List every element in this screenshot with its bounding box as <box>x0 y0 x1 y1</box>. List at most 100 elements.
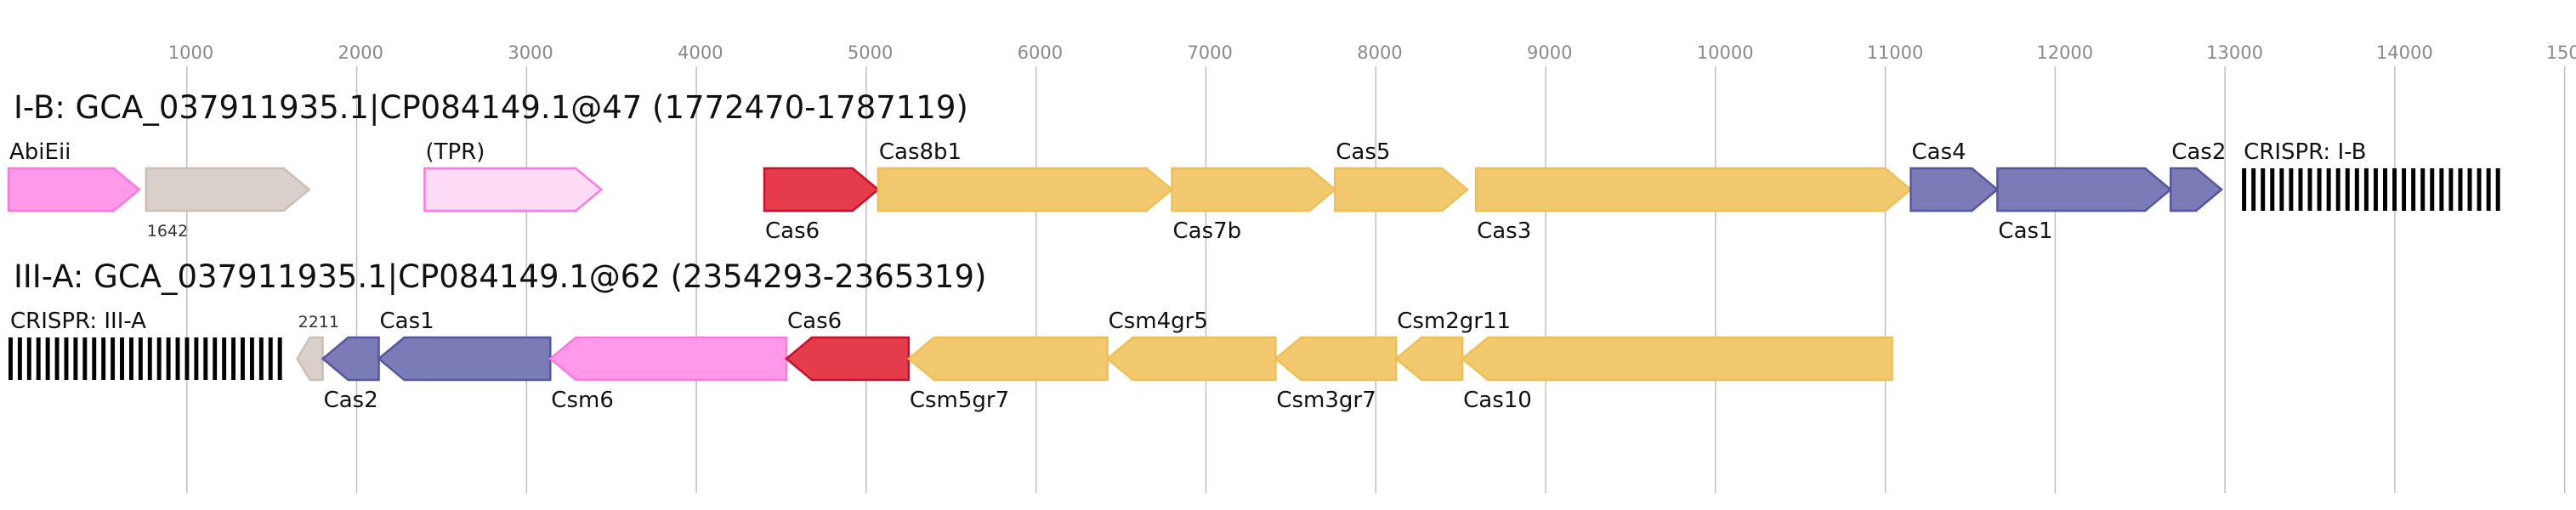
crispr-repeat <box>2477 168 2482 211</box>
tick-label: 4000 <box>678 42 723 63</box>
crispr-repeat <box>120 337 124 380</box>
crispr-repeat <box>2392 168 2397 211</box>
crispr-repeat <box>9 337 13 380</box>
gene-arrow <box>1394 336 1464 382</box>
gene-label: Cas1 <box>1998 218 2052 244</box>
crispr-label: CRISPR: I-B <box>2244 139 2366 165</box>
gene-label: Csm5gr7 <box>910 388 1009 413</box>
gene-arrow <box>906 336 1109 382</box>
crispr-repeat <box>249 337 254 380</box>
crispr-repeat <box>2402 168 2407 211</box>
gene-arrow <box>296 336 324 382</box>
gene-label: Cas7b <box>1172 218 1241 244</box>
crispr-repeat <box>2279 168 2284 211</box>
crispr-repeat <box>111 337 116 380</box>
crispr-array: CRISPR: I-B <box>2242 139 2500 211</box>
gene-cas1: Cas1 <box>377 309 552 382</box>
gene-label: 1642 <box>147 222 188 241</box>
gene-csm6: Csm6 <box>548 336 788 413</box>
crispr-repeat <box>258 337 264 380</box>
crispr-repeat <box>203 337 208 380</box>
gene-label: Cas8b1 <box>879 139 962 165</box>
crispr-repeat <box>2345 168 2350 211</box>
gene-label: Csm4gr5 <box>1109 309 1208 334</box>
grid <box>186 66 2566 493</box>
gene-label: Cas2 <box>2171 139 2226 165</box>
gene-gray2: 2211 <box>296 313 339 382</box>
crispr-repeat <box>82 337 88 380</box>
gene-arrow <box>785 336 911 382</box>
gene-cas7b: Cas7b <box>1171 167 1337 244</box>
gene-label: Csm6 <box>551 388 614 413</box>
gene-track-ib: CRISPR: I-B AbiEii 1642 (TPR) Cas6 Cas8b1Cas7… <box>7 139 2500 244</box>
gene-label: Cas4 <box>1912 139 1966 165</box>
gene-label: Cas3 <box>1477 218 1531 244</box>
crispr-repeat <box>128 337 133 380</box>
gene-label: Cas6 <box>765 218 820 244</box>
gene-gray1: 1642 <box>145 167 311 241</box>
tick-label: 10000 <box>1697 42 1754 63</box>
tick-label: 15000 <box>2546 42 2576 63</box>
crispr-repeat <box>2411 168 2416 211</box>
crispr-repeat <box>17 337 22 380</box>
gene-abieii: AbiEii <box>7 139 141 212</box>
crispr-repeat <box>231 337 236 380</box>
crispr-repeat <box>2251 168 2256 211</box>
gene-arrow <box>877 167 1174 212</box>
tick-label: 8000 <box>1357 42 1402 63</box>
crispr-repeat <box>166 337 171 380</box>
crispr-repeat <box>101 337 106 380</box>
gene-cas2: Cas2 <box>2169 139 2226 212</box>
tick-label: 5000 <box>848 42 893 63</box>
gene-arrow <box>1461 336 1893 382</box>
gene-label: Csm2gr11 <box>1397 309 1511 334</box>
crispr-repeat <box>2439 168 2444 211</box>
gene-arrow <box>423 167 604 212</box>
gene-arrow <box>377 336 552 382</box>
gene-arrow <box>1171 167 1337 212</box>
crispr-repeat <box>2307 168 2312 211</box>
crispr-repeat <box>184 337 190 380</box>
gene-cas6: Cas6 <box>785 309 911 382</box>
gene-cas1: Cas1 <box>1996 167 2173 244</box>
crispr-repeat <box>54 337 60 380</box>
gene-arrow <box>1474 167 1913 212</box>
crispr-repeat <box>222 337 227 380</box>
gene-label: (TPR) <box>425 139 485 165</box>
gene-csm2gr11: Csm2gr11 <box>1394 309 1511 382</box>
gene-csm3gr7: Csm3gr7 <box>1274 336 1398 413</box>
crispr-repeat <box>2298 168 2303 211</box>
crispr-array: CRISPR: III-A <box>9 309 282 380</box>
gene-arrow <box>1274 336 1398 382</box>
crispr-repeat <box>2326 168 2331 211</box>
tick-label: 12000 <box>2036 42 2093 63</box>
crispr-repeat <box>2458 168 2463 211</box>
crispr-repeat <box>2317 168 2322 211</box>
gene-arrow <box>763 167 880 212</box>
gene-arrow <box>548 336 788 382</box>
crispr-repeat <box>147 337 152 380</box>
crispr-repeat <box>73 337 78 380</box>
crispr-label: CRISPR: III-A <box>10 309 146 334</box>
locus-title-ib: I-B: GCA_037911935.1|CP084149.1@47 (1772… <box>14 89 968 126</box>
gene-arrow <box>7 167 141 212</box>
crispr-repeat <box>2448 168 2454 211</box>
crispr-repeat <box>277 337 282 380</box>
tick-label: 11000 <box>1867 42 1924 63</box>
crispr-repeat <box>45 337 50 380</box>
tick-label: 1000 <box>168 42 213 63</box>
crispr-repeat <box>2373 168 2378 211</box>
crispr-repeat <box>2430 168 2435 211</box>
crispr-repeat <box>2363 168 2369 211</box>
tick-label: 9000 <box>1527 42 1572 63</box>
gene-arrow <box>1105 336 1277 382</box>
crispr-repeat <box>2261 168 2266 211</box>
gene-arrow <box>321 336 380 382</box>
crispr-repeat <box>175 337 180 380</box>
gene-label: Cas6 <box>787 309 842 334</box>
tick-label: 6000 <box>1018 42 1063 63</box>
crispr-repeat <box>2335 168 2341 211</box>
crispr-repeat <box>268 337 273 380</box>
